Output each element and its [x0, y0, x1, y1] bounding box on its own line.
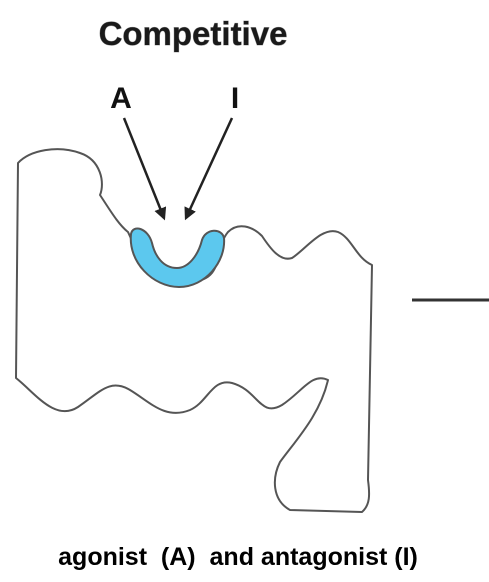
receptor-outline	[15, 148, 373, 513]
diagram-title: Competitive	[99, 15, 288, 52]
diagram-caption: agonist (A) and antagonist (I)	[58, 543, 418, 571]
agonist-label: A	[110, 82, 132, 115]
antagonist-label: I	[231, 82, 239, 115]
agonist-arrow	[122, 117, 167, 221]
binding-site	[129, 227, 226, 288]
antagonist-arrow	[184, 117, 234, 221]
